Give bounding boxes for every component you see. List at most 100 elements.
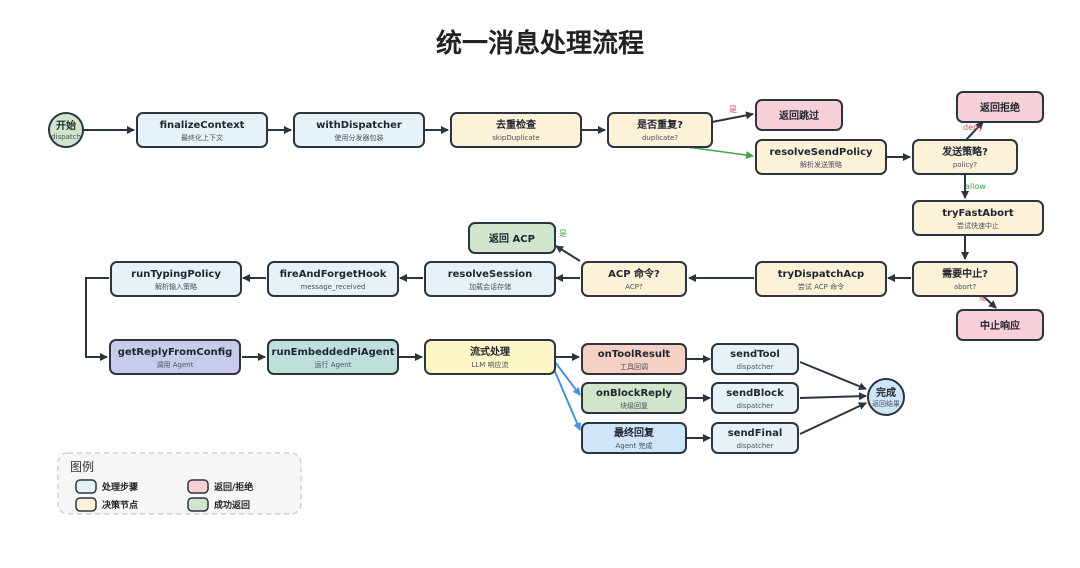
node-start-title: 开始 bbox=[56, 119, 76, 132]
node-return-skip-title: 返回跳过 bbox=[779, 109, 819, 122]
node-send-tool-title: sendTool bbox=[730, 349, 780, 360]
node-return-reject[interactable]: 返回拒绝 bbox=[956, 91, 1044, 123]
node-return-acp[interactable]: 返回 ACP bbox=[468, 222, 556, 254]
node-try-fast-abort-sub: 尝试快速中止 bbox=[957, 221, 999, 230]
node-on-tool-result-title: onToolResult bbox=[598, 349, 671, 360]
node-acp-command-title: ACP 命令? bbox=[608, 267, 660, 280]
legend-label-process: 处理步骤 bbox=[101, 481, 138, 493]
node-resolve-send-policy-title: resolveSendPolicy bbox=[769, 147, 873, 158]
edge-label-yes-abort: 是 bbox=[979, 293, 987, 302]
node-on-block-reply-sub: 块级回复 bbox=[620, 401, 648, 410]
node-send-block-sub: dispatcher bbox=[737, 402, 774, 410]
legend-label-success: 成功返回 bbox=[214, 499, 250, 511]
edge-label-deny: deny bbox=[963, 123, 983, 132]
node-return-reject-title: 返回拒绝 bbox=[980, 101, 1020, 114]
node-done-title: 完成 bbox=[876, 386, 896, 399]
node-start[interactable]: 开始 dispatch bbox=[48, 112, 84, 148]
node-run-embedded-pi-agent[interactable]: runEmbeddedPiAgent 运行 Agent bbox=[267, 339, 399, 375]
node-with-dispatcher[interactable]: withDispatcher 使用分发器包装 bbox=[293, 112, 425, 148]
node-abort-response[interactable]: 中止响应 bbox=[956, 309, 1044, 341]
edge-needabort-abortresponse bbox=[981, 294, 997, 309]
node-try-fast-abort[interactable]: tryFastAbort 尝试快速中止 bbox=[912, 200, 1044, 236]
node-need-abort[interactable]: 需要中止? abort? bbox=[912, 261, 1018, 297]
node-final-reply-sub: Agent 完成 bbox=[616, 441, 653, 450]
node-get-reply-from-config[interactable]: getReplyFromConfig 调用 Agent bbox=[109, 339, 241, 375]
node-resolve-session-sub: 加载会话存储 bbox=[469, 282, 511, 291]
node-fire-and-forget-hook[interactable]: fireAndForgetHook message_received bbox=[267, 261, 399, 297]
node-send-block-title: sendBlock bbox=[726, 388, 784, 399]
node-is-duplicate[interactable]: 是否重复? duplicate? bbox=[607, 112, 713, 148]
edge-streaming-onblockreply bbox=[554, 361, 581, 396]
node-on-tool-result-sub: 工具回调 bbox=[620, 362, 648, 371]
node-get-reply-from-config-sub: 调用 Agent bbox=[157, 360, 194, 369]
node-final-reply-title: 最终回复 bbox=[614, 426, 655, 439]
node-try-dispatch-acp-sub: 尝试 ACP 命令 bbox=[798, 282, 844, 291]
legend-box bbox=[57, 452, 302, 515]
node-finalize-context[interactable]: finalizeContext 最终化上下文 bbox=[136, 112, 268, 148]
legend-swatch-reject bbox=[187, 479, 209, 494]
node-with-dispatcher-title: withDispatcher bbox=[316, 120, 402, 131]
edge-sendfinal-done bbox=[799, 402, 867, 435]
edge-label-allow: allow bbox=[965, 182, 986, 191]
node-get-reply-from-config-title: getReplyFromConfig bbox=[118, 347, 233, 358]
node-return-acp-title: 返回 ACP bbox=[489, 232, 535, 245]
edge-acpcommand-returnacp bbox=[555, 245, 581, 262]
node-send-tool-sub: dispatcher bbox=[737, 363, 774, 371]
legend-swatch-success bbox=[187, 497, 209, 512]
edge-sendpolicy-returnreject bbox=[964, 121, 984, 142]
node-on-block-reply[interactable]: onBlockReply 块级回复 bbox=[581, 382, 687, 414]
node-is-duplicate-title: 是否重复? bbox=[636, 118, 683, 131]
node-send-final-title: sendFinal bbox=[728, 428, 783, 439]
node-run-embedded-pi-agent-sub: 运行 Agent bbox=[315, 360, 352, 369]
node-fire-and-forget-hook-sub: message_received bbox=[301, 283, 366, 291]
edge-runtypingpolicy-getreply bbox=[85, 277, 109, 361]
node-final-reply[interactable]: 最终回复 Agent 完成 bbox=[581, 422, 687, 454]
legend-swatch-process bbox=[75, 479, 97, 494]
node-acp-command[interactable]: ACP 命令? ACP? bbox=[581, 261, 687, 297]
node-run-embedded-pi-agent-title: runEmbeddedPiAgent bbox=[272, 347, 395, 358]
node-send-policy-title: 发送策略? bbox=[941, 145, 988, 158]
node-abort-response-title: 中止响应 bbox=[980, 319, 1020, 332]
node-send-tool[interactable]: sendTool dispatcher bbox=[711, 343, 799, 375]
node-done-sub: 返回结果 bbox=[872, 399, 900, 408]
edge-label-yes-duplicate: 是 bbox=[729, 105, 737, 114]
node-acp-command-sub: ACP? bbox=[625, 283, 643, 291]
edge-label-yes-acp: 是 bbox=[559, 229, 567, 238]
node-try-dispatch-acp-title: tryDispatchAcp bbox=[778, 269, 864, 280]
node-finalize-context-title: finalizeContext bbox=[160, 120, 245, 131]
node-run-typing-policy-title: runTypingPolicy bbox=[131, 269, 221, 280]
node-done[interactable]: 完成 返回结果 bbox=[867, 378, 905, 416]
legend-label-decision: 决策节点 bbox=[102, 499, 138, 511]
node-with-dispatcher-sub: 使用分发器包装 bbox=[335, 133, 384, 142]
node-streaming-sub: LLM 响应流 bbox=[471, 360, 508, 369]
node-need-abort-sub: abort? bbox=[954, 283, 977, 291]
legend-title: 图例 bbox=[70, 460, 94, 474]
node-run-typing-policy-sub: 解析输入策略 bbox=[155, 282, 197, 291]
node-send-policy-sub: policy? bbox=[953, 161, 978, 169]
node-resolve-send-policy[interactable]: resolveSendPolicy 解析发送策略 bbox=[755, 139, 887, 175]
node-finalize-context-sub: 最终化上下文 bbox=[181, 133, 223, 142]
node-send-policy[interactable]: 发送策略? policy? bbox=[912, 139, 1018, 175]
node-try-dispatch-acp[interactable]: tryDispatchAcp 尝试 ACP 命令 bbox=[755, 261, 887, 297]
node-on-tool-result[interactable]: onToolResult 工具回调 bbox=[581, 343, 687, 375]
node-on-block-reply-title: onBlockReply bbox=[596, 388, 673, 399]
edge-streaming-finalreply bbox=[552, 366, 581, 431]
edge-sendblock-done bbox=[799, 392, 867, 401]
node-send-final[interactable]: sendFinal dispatcher bbox=[711, 422, 799, 454]
diagram-title: 统一消息处理流程 bbox=[436, 28, 644, 59]
node-dedupe[interactable]: 去重检查 skipDuplicate bbox=[450, 112, 582, 148]
node-send-block[interactable]: sendBlock dispatcher bbox=[711, 382, 799, 414]
node-streaming[interactable]: 流式处理 LLM 响应流 bbox=[424, 339, 556, 375]
node-resolve-session[interactable]: resolveSession 加载会话存储 bbox=[424, 261, 556, 297]
node-run-typing-policy[interactable]: runTypingPolicy 解析输入策略 bbox=[110, 261, 242, 297]
node-start-sub: dispatch bbox=[51, 133, 81, 141]
node-return-skip[interactable]: 返回跳过 bbox=[755, 99, 843, 131]
node-is-duplicate-sub: duplicate? bbox=[642, 134, 678, 142]
node-need-abort-title: 需要中止? bbox=[942, 267, 988, 280]
node-streaming-title: 流式处理 bbox=[470, 345, 510, 358]
node-try-fast-abort-title: tryFastAbort bbox=[942, 208, 1014, 219]
node-dedupe-title: 去重检查 bbox=[496, 118, 537, 131]
node-resolve-session-title: resolveSession bbox=[448, 269, 533, 280]
legend: 图例 处理步骤 返回/拒绝 决策节点 成功返回 bbox=[57, 452, 302, 515]
